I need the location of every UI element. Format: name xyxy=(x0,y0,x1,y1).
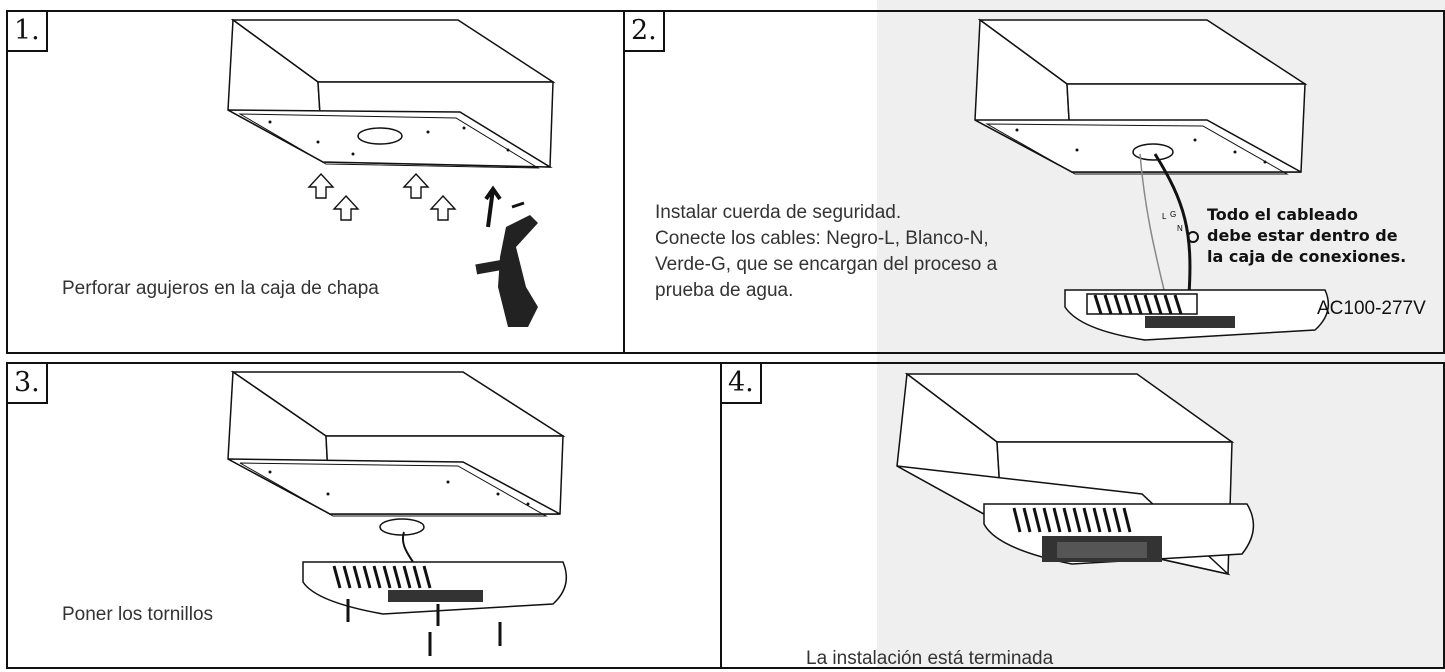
step-2-panel: 2. Instalar cuerda de seguridad. Conecte… xyxy=(623,10,1445,354)
wiring-note-line: debe estar dentro de xyxy=(1207,226,1398,245)
arrow-up-icon xyxy=(332,194,360,221)
step-caption: Poner los tornillos xyxy=(62,604,214,625)
step-number: 1. xyxy=(6,10,48,52)
instruction-line: Instalar cuerda de seguridad. xyxy=(655,202,902,223)
instruction-line: Verde-G, que se encargan del proceso a xyxy=(655,254,998,275)
arrow-up-icon xyxy=(402,172,430,199)
instruction-line: prueba de agua. xyxy=(655,280,794,301)
wire-label-g: G xyxy=(1170,210,1177,219)
step-number: 2. xyxy=(623,10,665,52)
wiring-note-line: Todo el cableado xyxy=(1207,205,1359,224)
step-caption: La instalación está terminada xyxy=(806,648,1054,669)
wiring-note-line: la caja de conexiones. xyxy=(1207,247,1407,266)
step-3-panel: 3. Poner los tornillos xyxy=(6,362,722,669)
drill-icon xyxy=(475,185,538,327)
junction-box-drawing xyxy=(896,372,1255,576)
arrow-up-icon xyxy=(307,172,335,199)
step-4-panel: 4. La instalación está terminada xyxy=(720,362,1445,669)
step-number: 4. xyxy=(720,362,762,404)
step-number: 3. xyxy=(6,362,48,404)
wire-label-n: N xyxy=(1177,224,1183,233)
junction-box-drawing xyxy=(974,18,1330,341)
instruction-line: Conecte los cables: Negro-L, Blanco-N, xyxy=(655,228,989,249)
step-1-panel: 1. Perforar agujeros en la caja de chapa xyxy=(6,10,625,354)
junction-box-drawing xyxy=(227,18,556,169)
arrow-up-icon xyxy=(429,194,457,221)
junction-box-drawing xyxy=(227,370,568,656)
step-caption: Perforar agujeros en la caja de chapa xyxy=(62,278,379,299)
voltage-label: AC100-277V xyxy=(1317,298,1426,319)
wire-label-l: L xyxy=(1162,212,1167,221)
